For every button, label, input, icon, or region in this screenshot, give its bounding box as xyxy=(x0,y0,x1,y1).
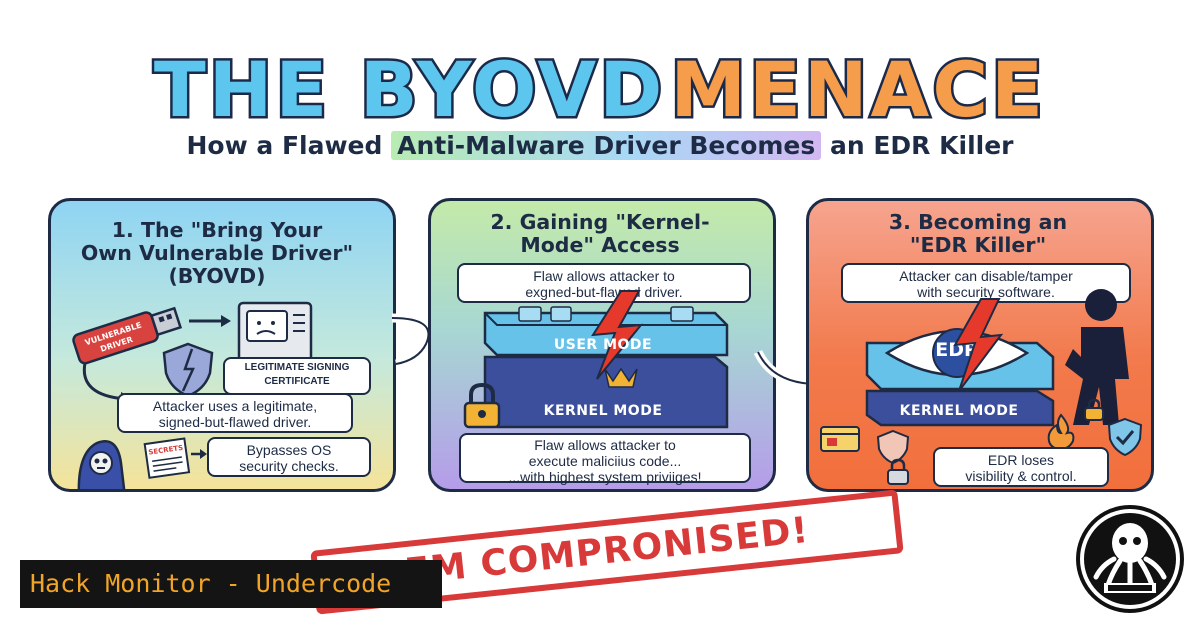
panel3-callout2: EDR loses visibility & control. xyxy=(933,447,1109,487)
brand-bar: Hack Monitor - Undercode xyxy=(20,560,442,608)
kernel-mode-label: KERNEL MODE xyxy=(899,403,1019,419)
brand-text: Hack Monitor - Undercode xyxy=(30,569,392,598)
attacker-silhouette-icon xyxy=(1065,289,1129,425)
subtitle-highlight: Anti-Malware Driver Becomes xyxy=(391,131,822,160)
title-part-byovd: THE BYOVD xyxy=(151,45,666,134)
hacker-reaper-icon xyxy=(77,440,126,489)
fire-icon xyxy=(1047,413,1075,451)
shield-check-icon xyxy=(1107,417,1143,457)
panel-edr-killer: 3. Becoming an "EDR Killer" Attacker can… xyxy=(806,198,1154,492)
shield-icon xyxy=(162,342,214,398)
lightning-bolt-icon xyxy=(953,298,1004,392)
panel1-callout1: Attacker uses a legitimate, signed-but-f… xyxy=(117,393,353,433)
subtitle-post: an EDR Killer xyxy=(829,131,1014,160)
padlock-icon xyxy=(463,382,501,429)
arrow-right-icon xyxy=(189,315,231,327)
secret-document-icon: SECRETS xyxy=(143,437,191,479)
panel3-title: 3. Becoming an "EDR Killer" xyxy=(888,210,1068,257)
stamp-text: EM COMPRONISED! xyxy=(402,509,811,594)
padlock-icon xyxy=(1084,398,1104,421)
usb-drive-icon: VULNERABLE DRIVER xyxy=(72,306,183,365)
browser-window-icon xyxy=(820,426,860,452)
main-title: THE BYOVD MENACE xyxy=(0,49,1200,130)
computer-tower-icon xyxy=(237,301,313,367)
user-mode-label: USER MODE xyxy=(553,337,653,353)
cert-label: LEGITIMATE SIGNING CERTIFICATE xyxy=(223,357,371,395)
panel2-title: 2. Gaining "Kernel- Mode" Access xyxy=(490,210,710,257)
edr-eye-layer-icon xyxy=(865,328,1055,427)
octopus-logo-icon xyxy=(1076,505,1184,613)
panel2-callout2: Flaw allows attacker to execute maliciiu… xyxy=(459,433,751,485)
panel-kernel-access: 2. Gaining "Kernel- Mode" Access Flaw al… xyxy=(428,198,776,492)
subtitle-pre: How a Flawed xyxy=(186,131,383,160)
subtitle: How a Flawed Anti-Malware Driver Becomes… xyxy=(0,131,1200,160)
panel1-callout2: Bypasses OS security checks. xyxy=(207,437,371,477)
padlock-icon xyxy=(887,458,909,485)
panel2-callout1: Flaw allows attacker to exgned-but-flawe… xyxy=(457,263,751,303)
panel-byovd: 1. The "Bring Your Own Vulnerable Driver… xyxy=(48,198,396,492)
panel1-title: 1. The "Bring Your Own Vulnerable Driver… xyxy=(80,218,354,288)
kernel-mode-label: KERNEL MODE xyxy=(543,403,663,419)
title-part-menace: MENACE xyxy=(668,45,1047,134)
lightning-bolt-icon xyxy=(591,290,644,380)
connector-arrow-1-icon xyxy=(391,313,433,369)
arrow-small-icon xyxy=(191,449,207,459)
